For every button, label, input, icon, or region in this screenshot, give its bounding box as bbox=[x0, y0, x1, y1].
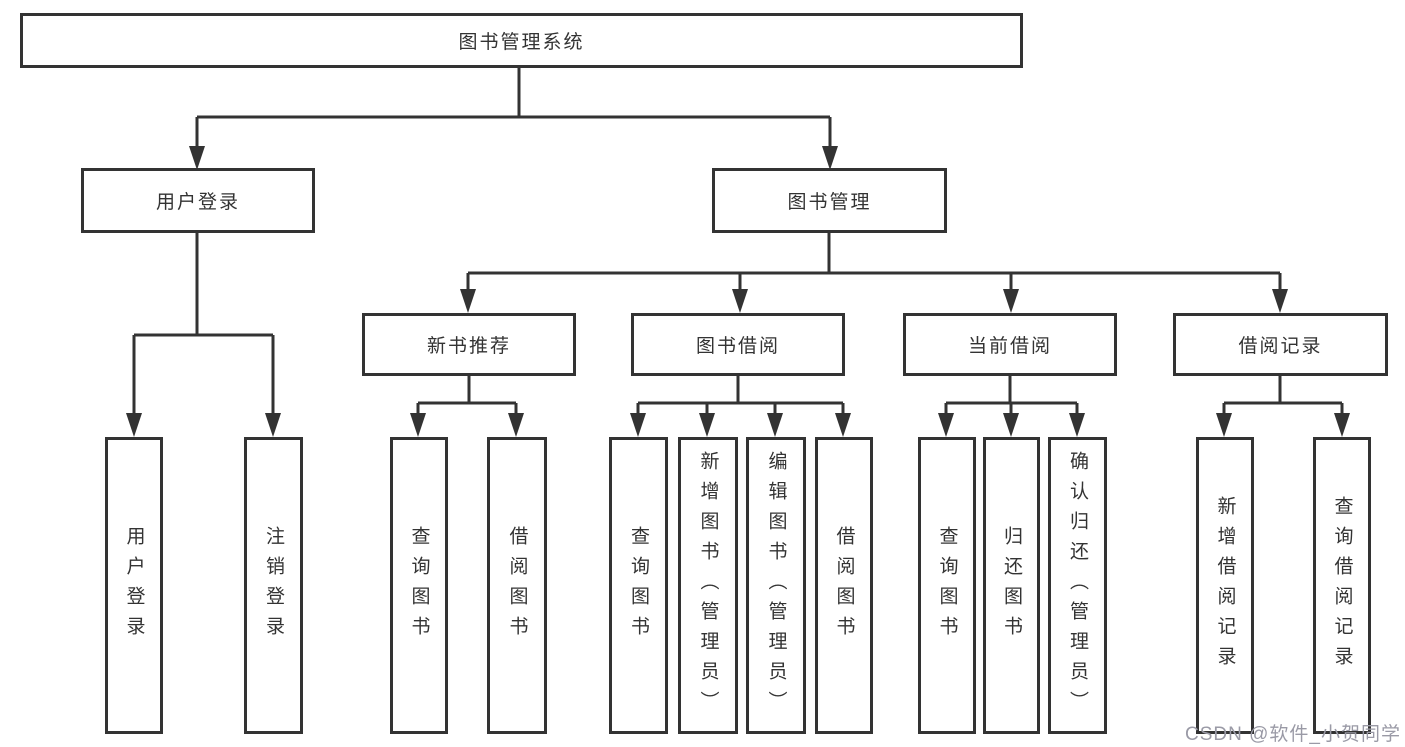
leaf-return-books-label: 归还图书 bbox=[1001, 525, 1022, 646]
leaf-query-books-1-label: 查询图书 bbox=[408, 525, 430, 646]
node-user-login: 用户登录 bbox=[81, 168, 315, 233]
leaf-query-books-2-label: 查询图书 bbox=[628, 525, 649, 646]
leaf-borrow-books-1: 借阅图书 bbox=[487, 437, 547, 734]
leaf-return-books: 归还图书 bbox=[983, 437, 1040, 734]
node-user-login-label: 用户登录 bbox=[155, 192, 240, 213]
leaf-borrow-books-2: 借阅图书 bbox=[815, 437, 873, 734]
node-current-borrow: 当前借阅 bbox=[903, 313, 1117, 376]
node-borrow-records: 借阅记录 bbox=[1173, 313, 1388, 376]
leaf-user-login: 用户登录 bbox=[105, 437, 163, 734]
leaf-confirm-return-admin-label: 确认归还（管理员） bbox=[1067, 450, 1088, 721]
leaf-query-books-3-label: 查询图书 bbox=[936, 525, 958, 646]
leaf-edit-books-admin-label: 编辑图书（管理员） bbox=[765, 450, 787, 721]
leaf-query-books-1: 查询图书 bbox=[390, 437, 448, 734]
leaf-query-borrow-record-label: 查询借阅记录 bbox=[1331, 495, 1353, 676]
node-book-management-label: 图书管理 bbox=[787, 192, 872, 213]
node-new-book-recommend: 新书推荐 bbox=[362, 313, 576, 376]
leaf-add-books-admin: 新增图书（管理员） bbox=[678, 437, 738, 734]
leaf-query-books-3: 查询图书 bbox=[918, 437, 976, 734]
leaf-query-books-2: 查询图书 bbox=[609, 437, 668, 734]
leaf-add-borrow-record-label: 新增借阅记录 bbox=[1214, 495, 1236, 676]
leaf-query-borrow-record: 查询借阅记录 bbox=[1313, 437, 1371, 734]
node-book-borrow-label: 图书借阅 bbox=[695, 336, 780, 357]
node-book-borrow: 图书借阅 bbox=[631, 313, 845, 376]
leaf-confirm-return-admin: 确认归还（管理员） bbox=[1048, 437, 1107, 734]
leaf-user-login-label: 用户登录 bbox=[123, 525, 145, 646]
leaf-logout-label: 注销登录 bbox=[263, 525, 284, 646]
node-root: 图书管理系统 bbox=[20, 13, 1023, 68]
node-current-borrow-label: 当前借阅 bbox=[967, 336, 1052, 357]
leaf-add-borrow-record: 新增借阅记录 bbox=[1196, 437, 1254, 734]
leaf-add-books-admin-label: 新增图书（管理员） bbox=[697, 450, 719, 721]
node-borrow-records-label: 借阅记录 bbox=[1238, 336, 1323, 357]
node-book-management: 图书管理 bbox=[712, 168, 947, 233]
leaf-borrow-books-2-label: 借阅图书 bbox=[833, 525, 855, 646]
node-new-book-recommend-label: 新书推荐 bbox=[426, 336, 511, 357]
leaf-logout: 注销登录 bbox=[244, 437, 303, 734]
csdn-watermark: CSDN @软件_小贺同学 bbox=[1185, 724, 1401, 745]
node-root-label: 图书管理系统 bbox=[458, 32, 585, 53]
leaf-borrow-books-1-label: 借阅图书 bbox=[506, 525, 528, 646]
leaf-edit-books-admin: 编辑图书（管理员） bbox=[746, 437, 806, 734]
